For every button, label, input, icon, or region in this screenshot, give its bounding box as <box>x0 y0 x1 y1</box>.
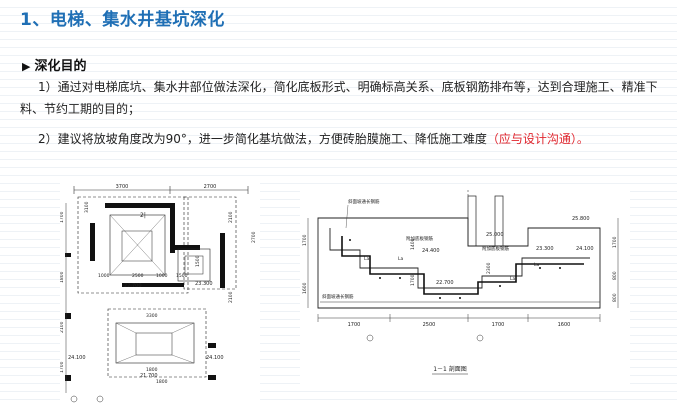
plan-pit-dim-8: 1800 <box>156 379 168 385</box>
section-elev-5: 24.100 <box>576 246 594 252</box>
paragraph-1: 1）通过对电梯底坑、集水井部位做法深化，简化底板形式、明确标高关系、底板钢筋排布… <box>20 76 668 120</box>
plan-elev-1: 22.700 <box>124 283 142 289</box>
plan-dim-top-2: 2700 <box>204 184 217 190</box>
plan-side-dim-3: 2100 <box>228 291 234 303</box>
section-la-1: La <box>364 256 370 262</box>
section-mid-dim-2: 1700 <box>410 274 416 286</box>
section-heading-text: 深化目的 <box>34 59 87 74</box>
section-callout-2: 附加底板钢筋 <box>406 235 433 242</box>
plan-dim-left-4: 1700 <box>60 361 65 373</box>
paragraph-2: 2）建议将放坡角度改为90°，进一步简化基坑做法，方便砖胎膜施工、降低施工难度（… <box>20 128 668 150</box>
section-right-dim-3: 800 <box>612 293 618 302</box>
plan-pit-dim-1: 1000 <box>98 273 110 279</box>
section-la-4: La <box>534 262 540 268</box>
plan-side-dim-2: 2100 <box>228 211 234 223</box>
section-caption: 1－1 剖面图 <box>433 365 467 373</box>
paragraph-1-text: 1）通过对电梯底坑、集水井部位做法深化，简化底板形式、明确标高关系、底板钢筋排布… <box>20 80 658 116</box>
section-right-dim-2: 800 <box>612 271 618 280</box>
section-mid-dim-1: 1400 <box>410 238 416 250</box>
section-mid-dim-3: 2300 <box>486 262 492 274</box>
section-elev-6: 22.700 <box>436 280 454 286</box>
section-left-dim-2: 1600 <box>302 282 308 294</box>
plan-elev-2: 23.300 <box>195 281 213 287</box>
section-left-dim-1: 1700 <box>302 234 308 246</box>
triangle-bullet-icon: ▶ <box>22 60 31 73</box>
section-elev-1: 25.800 <box>572 216 590 222</box>
plan-pit-dim-5: 1500 <box>176 273 188 279</box>
paragraph-2-text: 2）建议将放坡角度改为90°，进一步简化基坑做法，方便砖胎膜施工、降低施工难度 <box>38 132 487 146</box>
section-elev-3: 24.400 <box>422 248 440 254</box>
section-callout-1: 斜面坡通长钢筋 <box>348 198 380 205</box>
plan-section-mark: 2| <box>140 212 146 219</box>
plan-side-dim-4: 2700 <box>251 231 257 243</box>
plan-pit-dim-2: 2500 <box>132 273 144 279</box>
section-elev-2: 25.000 <box>486 232 504 238</box>
design-note: （应与设计沟通）。 <box>486 132 589 146</box>
section-callout-3: 附加底板钢筋 <box>482 245 509 252</box>
plan-dim-top-1: 3700 <box>116 184 129 190</box>
plan-drawing: 3700 2700 1700 18 <box>60 183 260 406</box>
plan-elev-3: 24.100 <box>68 355 86 361</box>
plan-pit-dim-3: 1500 <box>195 255 201 267</box>
slide-title: 1、电梯、集水井基坑深化 <box>20 10 225 30</box>
plan-side-dim-1: 3100 <box>84 201 90 213</box>
plan-dim-left-1: 1700 <box>60 211 65 223</box>
plan-dim-left-2: 1800 <box>60 271 65 283</box>
section-bottom-dim-1: 1700 <box>348 322 361 328</box>
plan-elev-4: 24.100 <box>206 355 224 361</box>
section-la-2: La <box>398 256 404 262</box>
plan-elev-5: 21.700 <box>140 373 158 379</box>
plan-pit-dim-7: 1800 <box>146 367 158 373</box>
section-heading: ▶深化目的 <box>22 55 86 74</box>
plan-pit-dim-4: 1000 <box>156 273 168 279</box>
section-callout-4: 斜面坡通长钢筋 <box>322 293 354 300</box>
section-bottom-dim-2: 2500 <box>423 322 436 328</box>
section-elev-4: 23.300 <box>536 246 554 252</box>
plan-dim-left-3: 2100 <box>60 321 65 333</box>
section-bottom-dim-4: 1600 <box>558 322 571 328</box>
section-la-3: La <box>510 276 516 282</box>
section-bottom-dim-3: 1700 <box>492 322 505 328</box>
section-right-dim-1: 1700 <box>612 236 618 248</box>
section-drawing: 斜面坡通长钢筋 附加底板钢筋 附加底板钢筋 斜面坡通长钢筋 25.800 25.… <box>300 188 630 384</box>
plan-pit-dim-6: 3300 <box>146 313 158 319</box>
